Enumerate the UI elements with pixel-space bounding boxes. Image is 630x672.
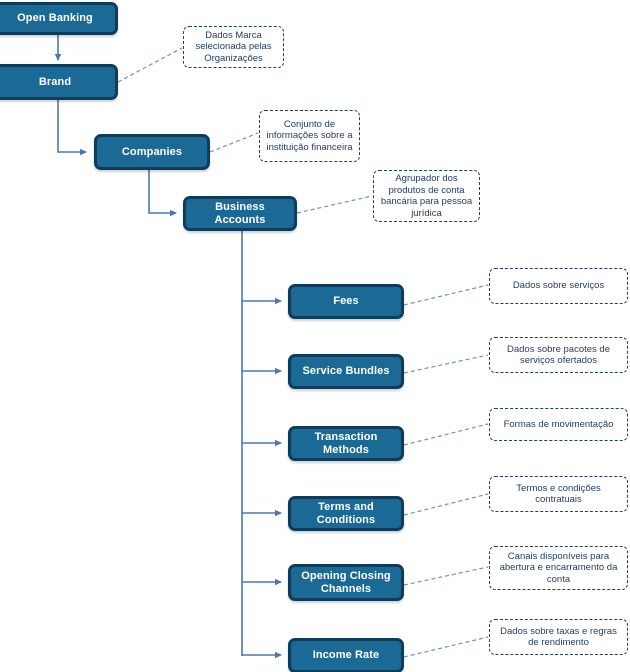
leader-brand-note bbox=[117, 47, 183, 83]
note-fees: Dados sobre serviços bbox=[489, 268, 628, 304]
note-service-bundles: Dados sobre pacotes de serviços ofertado… bbox=[489, 337, 628, 373]
note-service-bundles-text: Dados sobre pacotes de serviços ofertado… bbox=[507, 343, 610, 367]
leader-terms-and-conditions-note bbox=[403, 493, 489, 516]
note-opening-closing-channels: Canais disponíveis para abertura e encar… bbox=[489, 546, 628, 590]
node-opening-closing-channels-label: Opening Closing Channels bbox=[301, 569, 391, 595]
node-income-rate-label: Income Rate bbox=[312, 649, 380, 661]
leader-companies-note bbox=[209, 132, 259, 153]
node-opening-closing-channels[interactable]: Opening Closing Channels bbox=[288, 564, 404, 601]
leader-fees-note bbox=[403, 284, 489, 306]
node-brand-label: Brand bbox=[38, 75, 72, 88]
node-fees[interactable]: Fees bbox=[288, 284, 404, 319]
note-business-accounts-text: Agrupador dos produtos de conta bancária… bbox=[380, 173, 473, 219]
leader-transaction-methods-note bbox=[403, 423, 489, 446]
node-terms-and-conditions[interactable]: Terms and Conditions bbox=[288, 496, 404, 531]
node-transaction-methods[interactable]: Transaction Methods bbox=[288, 426, 404, 461]
node-open-banking[interactable]: Open Banking bbox=[0, 2, 118, 35]
note-terms-and-conditions: Termos e condições contratuais bbox=[489, 476, 628, 512]
node-service-bundles[interactable]: Service Bundles bbox=[288, 354, 404, 389]
node-service-bundles-label: Service Bundles bbox=[302, 365, 390, 377]
node-companies-label: Companies bbox=[121, 145, 183, 158]
node-fees-label: Fees bbox=[333, 295, 359, 307]
node-open-banking-label: Open Banking bbox=[17, 12, 93, 24]
connector-companies-to-business-accounts bbox=[148, 170, 177, 217]
note-business-accounts: Agrupador dos produtos de conta bancária… bbox=[373, 170, 480, 222]
note-income-rate-text: Dados sobre taxas e regras de rendimento bbox=[500, 625, 617, 649]
node-brand[interactable]: Brand bbox=[0, 64, 118, 100]
leader-service-bundles-note bbox=[403, 354, 489, 374]
note-brand-text: Dados Marca selecionada pelas Organizaçõ… bbox=[195, 29, 272, 64]
node-terms-and-conditions-label: Terms and Conditions bbox=[316, 500, 376, 526]
note-income-rate: Dados sobre taxas e regras de rendimento bbox=[489, 619, 628, 655]
connector-brand-to-companies bbox=[57, 100, 87, 156]
note-terms-and-conditions-text: Termos e condições contratuais bbox=[516, 482, 601, 506]
leader-income-rate-note bbox=[403, 636, 489, 658]
node-business-accounts-label: Business Accounts bbox=[214, 200, 266, 226]
note-brand: Dados Marca selecionada pelas Organizaçõ… bbox=[183, 26, 284, 68]
note-companies: Conjunto de informações sobre a institui… bbox=[259, 110, 360, 162]
node-business-accounts[interactable]: Business Accounts bbox=[183, 196, 297, 231]
note-companies-text: Conjunto de informações sobre a institui… bbox=[266, 118, 353, 153]
node-income-rate[interactable]: Income Rate bbox=[288, 638, 404, 672]
note-transaction-methods-text: Formas de movimentação bbox=[503, 418, 614, 430]
node-companies[interactable]: Companies bbox=[94, 134, 210, 170]
note-opening-closing-channels-text: Canais disponíveis para abertura e encar… bbox=[499, 550, 618, 585]
leader-opening-closing-channels-note bbox=[403, 566, 489, 586]
node-transaction-methods-label: Transaction Methods bbox=[314, 430, 378, 456]
note-fees-text: Dados sobre serviços bbox=[512, 280, 605, 292]
note-transaction-methods: Formas de movimentação bbox=[489, 408, 628, 441]
leader-business-accounts-note bbox=[296, 195, 373, 214]
